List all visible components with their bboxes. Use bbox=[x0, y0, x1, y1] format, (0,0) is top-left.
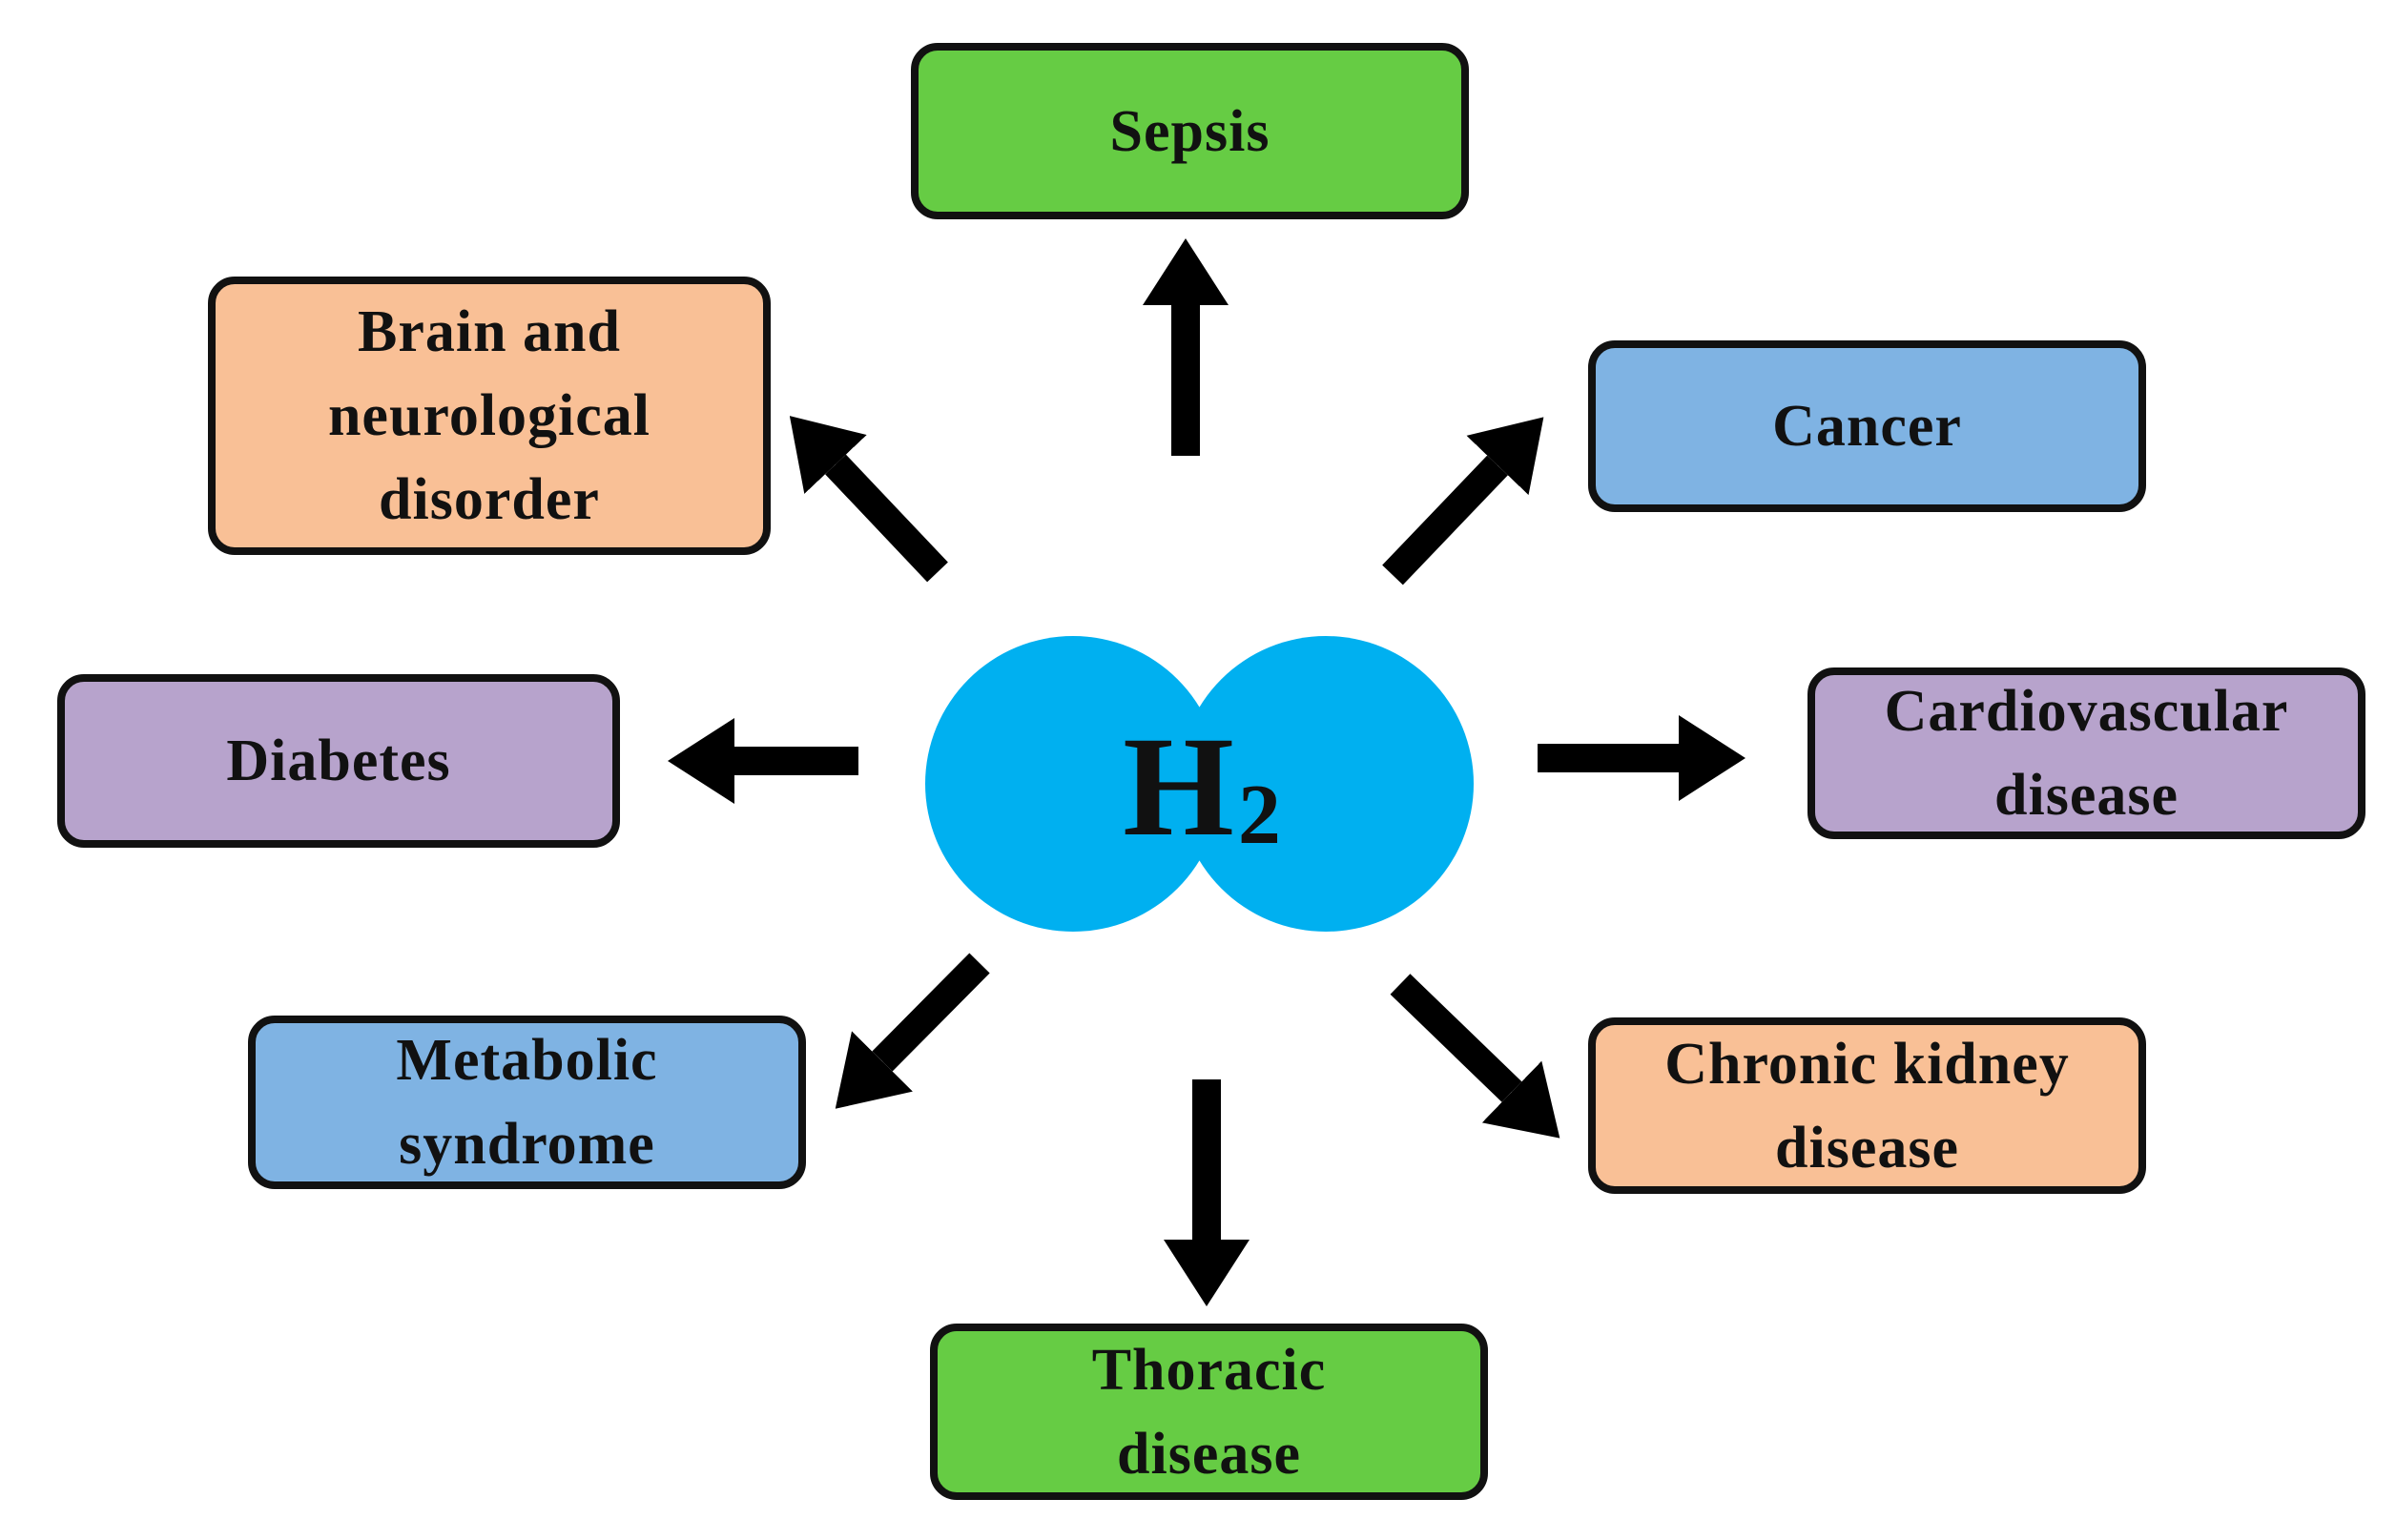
arrow-to-kidney bbox=[1390, 974, 1560, 1139]
node-brain-label: Brain and neurological disorder bbox=[327, 299, 651, 532]
node-cancer-label: Cancer bbox=[1772, 394, 1962, 459]
node-cardiovascular: Cardiovascular disease bbox=[1807, 667, 2365, 839]
arrow-to-brain bbox=[789, 416, 948, 583]
arrow-to-cancer bbox=[1382, 417, 1544, 585]
node-chronic-kidney-label: Chronic kidney disease bbox=[1664, 1031, 2070, 1181]
node-brain: Brain and neurological disorder bbox=[208, 277, 771, 555]
h2-atom-left bbox=[925, 636, 1221, 932]
h2-element: H bbox=[1123, 708, 1234, 866]
arrow-to-metabolic bbox=[835, 953, 990, 1109]
h2-subscript: 2 bbox=[1237, 768, 1281, 862]
node-sepsis: Sepsis bbox=[911, 43, 1469, 219]
node-chronic-kidney: Chronic kidney disease bbox=[1588, 1017, 2146, 1194]
node-diabetes: Diabetes bbox=[57, 674, 620, 848]
node-cardiovascular-label: Cardiovascular disease bbox=[1884, 679, 2289, 828]
node-thoracic: Thoracic disease bbox=[930, 1324, 1488, 1500]
node-diabetes-label: Diabetes bbox=[226, 729, 451, 793]
node-cancer: Cancer bbox=[1588, 340, 2146, 512]
node-metabolic: Metabolic syndrome bbox=[248, 1016, 806, 1189]
node-metabolic-label: Metabolic syndrome bbox=[396, 1028, 658, 1177]
node-sepsis-label: Sepsis bbox=[1109, 98, 1270, 164]
node-thoracic-label: Thoracic disease bbox=[1091, 1337, 1327, 1487]
h2-atom-right bbox=[1178, 636, 1474, 932]
